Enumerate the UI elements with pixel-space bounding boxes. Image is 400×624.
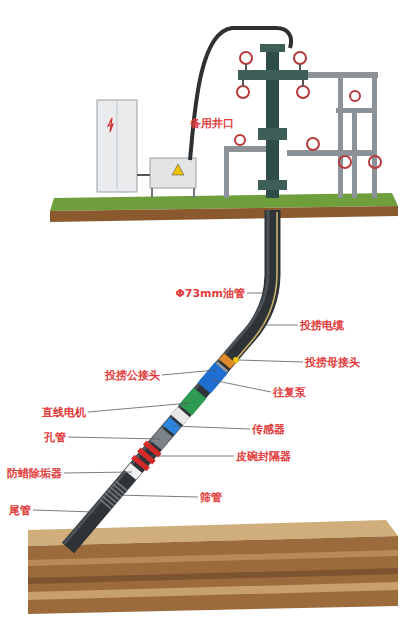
leader-line	[162, 370, 216, 375]
perforated-pipe	[156, 432, 167, 445]
side-pipe	[224, 146, 266, 152]
box-leg	[151, 188, 153, 198]
tubing-highlight	[64, 210, 268, 544]
valve-wheel	[307, 138, 319, 150]
part-label: 直线电机	[42, 406, 86, 419]
rock-layer	[28, 568, 398, 584]
part-label: 投捞公接头	[105, 369, 160, 382]
valve-stem	[242, 80, 244, 86]
flow-line	[352, 110, 357, 198]
part-label: 备用井口	[190, 117, 234, 130]
part-label: Φ73mm油管	[175, 287, 245, 300]
valve-wheel	[350, 91, 360, 101]
flow-line	[338, 72, 343, 198]
leader-line	[247, 293, 266, 294]
valve-wheel	[240, 52, 252, 64]
part-label: 防蜡除垢器	[7, 467, 62, 480]
wellhead	[224, 44, 381, 198]
leader-line	[114, 495, 198, 497]
leader-line	[238, 360, 303, 362]
control-cabinet	[97, 100, 196, 198]
wellhead-cap	[260, 44, 285, 52]
part-label: 传感器	[252, 423, 285, 436]
part-label: 投捞母接头	[305, 356, 360, 369]
valve-stem	[302, 80, 304, 86]
leader-lines	[33, 293, 303, 512]
part-label: 投捞电缆	[300, 319, 344, 332]
flow-line	[287, 150, 377, 156]
cabinet-door	[117, 102, 118, 190]
side-pipe	[224, 146, 229, 198]
packer-cup	[151, 447, 154, 451]
casing-flange	[258, 180, 287, 190]
motor-end	[177, 412, 184, 420]
hazard-sign	[108, 118, 113, 132]
leader-line	[68, 437, 160, 439]
valve-stem	[299, 64, 301, 70]
leader-line	[262, 325, 298, 326]
warning-sign	[172, 164, 184, 175]
paraffin-tool	[130, 468, 136, 475]
valve-wheel	[237, 86, 249, 98]
leader-line	[88, 403, 190, 412]
valve-wheel	[339, 156, 351, 168]
soil-edge	[50, 206, 398, 222]
flow-line	[336, 108, 376, 113]
box-leg	[193, 188, 195, 198]
leader-line	[33, 510, 95, 512]
valve-wheel	[235, 135, 245, 145]
rock-layer	[28, 550, 398, 566]
power-wire	[137, 174, 150, 176]
leader-line	[173, 426, 250, 429]
cabinet-body	[97, 100, 137, 192]
rock-layer	[28, 582, 398, 600]
formation-front	[28, 536, 398, 614]
wellhead-column	[266, 44, 279, 198]
casing-flange	[258, 128, 287, 140]
junction-box	[150, 158, 196, 188]
valve-wheel	[297, 86, 309, 98]
valve-stem	[245, 64, 247, 70]
female-connector	[225, 358, 230, 364]
motor-body	[186, 393, 201, 410]
leader-line	[212, 380, 271, 392]
part-label: 筛管	[200, 491, 222, 504]
packer-cup	[139, 461, 142, 465]
part-label: 皮碗封隔器	[236, 450, 291, 463]
valve-wheel	[294, 52, 306, 64]
flow-line	[372, 72, 377, 198]
packer-cup	[145, 454, 148, 458]
part-label: 往复泵	[273, 386, 306, 399]
part-label: 尾管	[9, 504, 31, 517]
leader-line	[150, 456, 234, 457]
downhole-tools	[105, 357, 239, 505]
tubing-pipe	[68, 210, 273, 548]
wellhead-cross	[238, 70, 308, 80]
valve-wheel	[369, 156, 381, 168]
leader-line	[64, 472, 132, 473]
part-label: 孔管	[44, 431, 66, 444]
